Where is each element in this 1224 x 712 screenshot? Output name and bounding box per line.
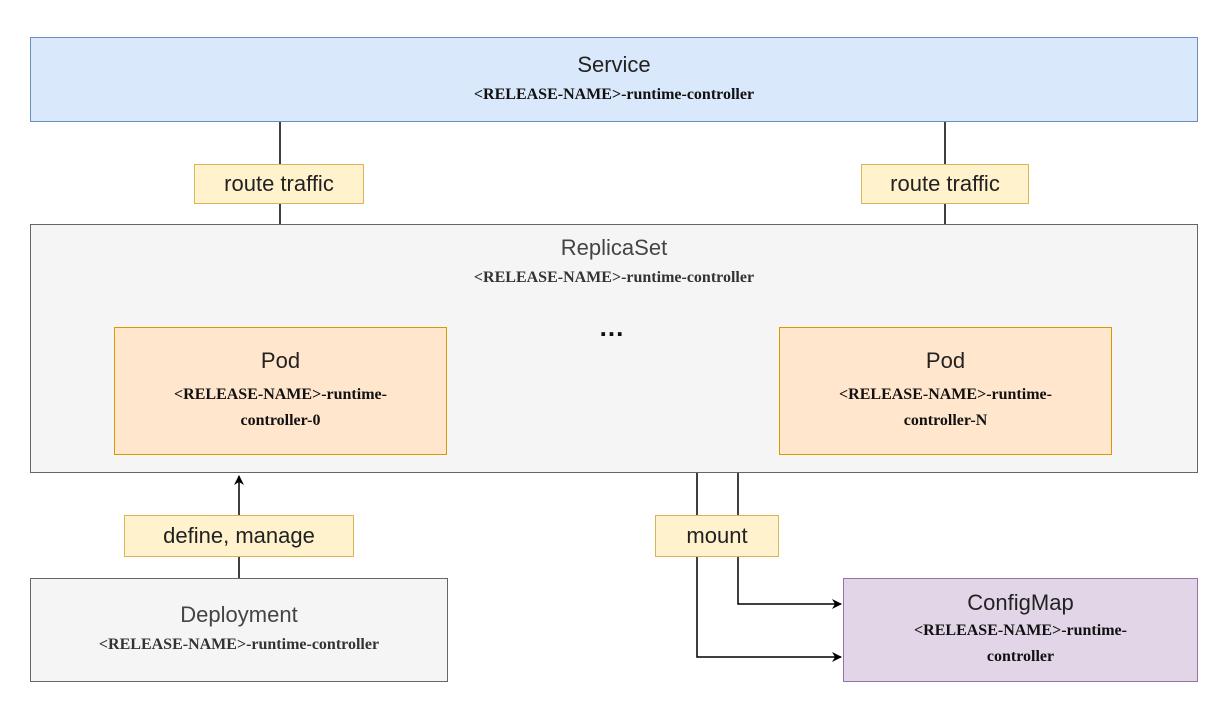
pod-ellipsis: ... [599,312,625,342]
configmap-name-line2: controller [986,648,1055,665]
service-name: <RELEASE-NAME>-runtime-controller [473,85,755,103]
pod-n-title: Pod [925,348,966,373]
edge-label-mount[interactable]: mount [655,515,779,557]
pod-0-name-line2: controller-0 [240,412,321,429]
service-node[interactable]: Service <RELEASE-NAME>-runtime-controlle… [30,37,1198,122]
deployment-node[interactable]: Deployment <RELEASE-NAME>-runtime-contro… [30,578,448,682]
deployment-name: <RELEASE-NAME>-runtime-controller [98,636,380,653]
service-title: Service [577,51,651,77]
pod-n-name-line1: <RELEASE-NAME>-runtime- [839,386,1052,403]
replicaset-title: ReplicaSet [560,235,668,260]
pod-node-n[interactable]: Pod <RELEASE-NAME>-runtime- controller-N [779,327,1112,455]
pod-0-name: <RELEASE-NAME>-runtime- controller-0 [174,382,387,434]
configmap-node[interactable]: ConfigMap <RELEASE-NAME>-runtime- contro… [843,578,1198,682]
configmap-title: ConfigMap [967,590,1074,615]
edge-label-define-manage[interactable]: define, manage [124,515,354,557]
edge-label-route-traffic-right[interactable]: route traffic [861,164,1029,204]
pod-0-name-line1: <RELEASE-NAME>-runtime- [174,386,387,403]
edge-label-route-traffic-left[interactable]: route traffic [194,164,364,204]
pod-n-name-line2: controller-N [903,412,988,429]
pod-0-title: Pod [260,348,301,373]
pod-n-name: <RELEASE-NAME>-runtime- controller-N [839,382,1052,434]
configmap-name: <RELEASE-NAME>-runtime- controller [914,618,1127,670]
replicaset-name: <RELEASE-NAME>-runtime-controller [473,269,755,286]
configmap-name-line1: <RELEASE-NAME>-runtime- [914,622,1127,639]
deployment-title: Deployment [180,602,298,627]
pod-node-0[interactable]: Pod <RELEASE-NAME>-runtime- controller-0 [114,327,447,455]
